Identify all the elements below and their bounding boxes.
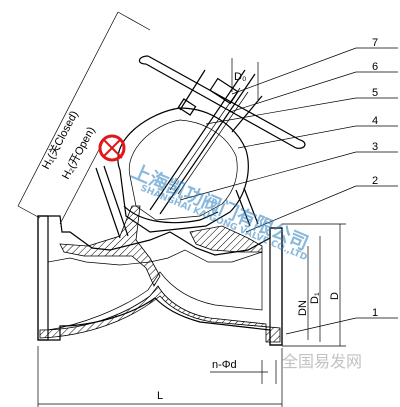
part-label-7: 7: [372, 37, 378, 49]
part-label-4: 4: [372, 115, 378, 127]
bonnet-assembly: [95, 55, 306, 239]
part-label-3: 3: [372, 141, 378, 153]
part-label-6: 6: [372, 61, 378, 73]
dim-d: D: [329, 292, 341, 300]
leader-lines: [179, 47, 398, 335]
part-label-5: 5: [372, 87, 378, 99]
dim-dn: DN: [297, 300, 309, 316]
valve-body: [37, 205, 283, 346]
part-labels: 7 6 5 4 3 2 1: [372, 37, 378, 319]
watermark-stamp: [98, 134, 126, 162]
dimension-lines: [17, 11, 346, 407]
dim-bolts: n-Φd: [212, 359, 237, 371]
watermark-site: 全国易发网: [282, 352, 362, 371]
dim-d1: D₁: [309, 292, 321, 304]
part-label-2: 2: [372, 175, 378, 187]
dim-length: L: [157, 390, 163, 402]
dim-d0: D₀: [234, 71, 247, 83]
part-label-1: 1: [372, 307, 378, 319]
